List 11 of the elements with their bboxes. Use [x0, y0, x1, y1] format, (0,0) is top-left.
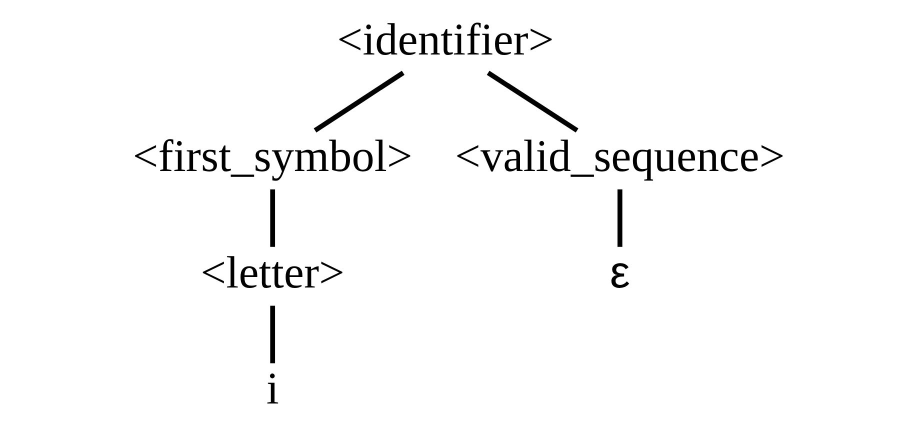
connector	[486, 70, 578, 132]
node-text: <identifier>	[336, 14, 554, 65]
connector	[313, 70, 404, 132]
node-text: i	[266, 364, 278, 414]
node-text: <valid_sequence>	[454, 130, 784, 181]
connector	[270, 189, 275, 247]
connector	[617, 189, 622, 247]
node-text: ε	[609, 246, 630, 298]
node-text: <first_symbol>	[132, 130, 412, 181]
node-text: <letter>	[200, 247, 344, 298]
connector	[270, 306, 275, 364]
